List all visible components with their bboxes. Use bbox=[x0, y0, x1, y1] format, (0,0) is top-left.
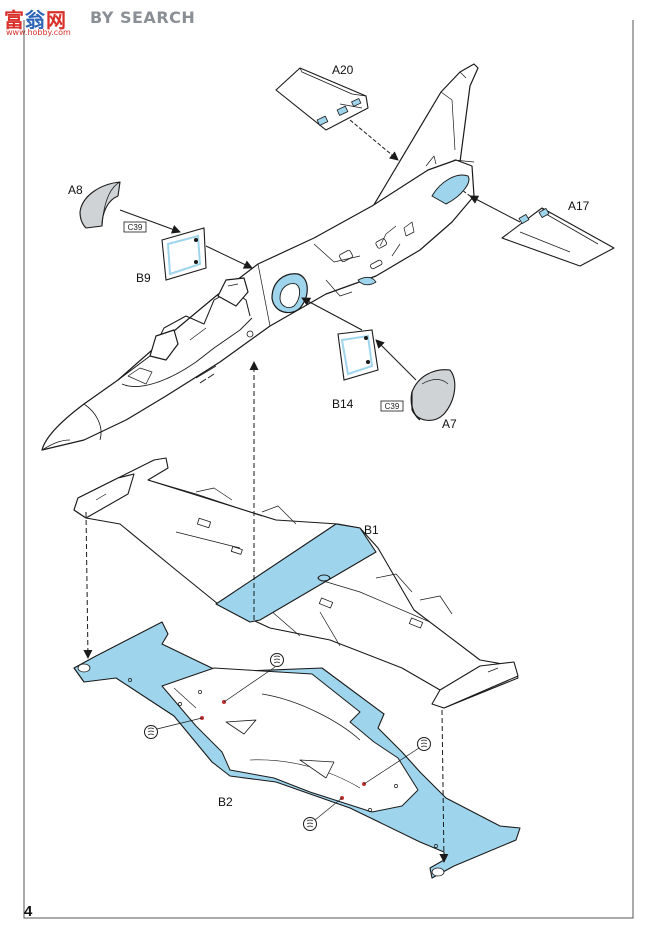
upper-wing bbox=[73, 457, 519, 709]
watermark-search-text: BY SEARCH bbox=[90, 8, 196, 27]
part-label-b14: B14 bbox=[332, 397, 354, 411]
arrow-a8 bbox=[119, 209, 181, 234]
arrow-a7 bbox=[375, 339, 417, 381]
arrow-left-tip bbox=[83, 511, 93, 659]
watermark-logo: 富翁网 bbox=[4, 8, 67, 32]
part-a8 bbox=[79, 181, 121, 229]
part-label-b9: B9 bbox=[136, 271, 151, 285]
arrow-b9 bbox=[205, 245, 253, 269]
part-label-b1: B1 bbox=[364, 523, 379, 537]
assembly-arrows bbox=[83, 119, 521, 863]
arrow-a20 bbox=[349, 119, 399, 161]
part-a7 bbox=[410, 369, 456, 421]
part-a17 bbox=[501, 207, 615, 267]
reference-c39-right-label: C39 bbox=[385, 402, 400, 411]
center-section-b1 bbox=[215, 523, 377, 623]
glue-icon bbox=[144, 717, 203, 739]
part-b9 bbox=[161, 227, 207, 281]
arrow-a17 bbox=[469, 195, 521, 223]
tail-exhaust bbox=[431, 174, 470, 205]
fuselage-assembly bbox=[41, 63, 479, 451]
reference-c39-left: C39 bbox=[123, 221, 147, 233]
lower-wing-b2 bbox=[73, 621, 521, 879]
part-label-b2: B2 bbox=[218, 795, 233, 809]
part-label-a20: A20 bbox=[332, 63, 354, 77]
glue-icon bbox=[303, 797, 343, 831]
part-label-a17: A17 bbox=[568, 199, 590, 213]
part-label-a8: A8 bbox=[68, 183, 83, 197]
page-number: 4 bbox=[24, 903, 33, 920]
glue-icon bbox=[363, 737, 431, 785]
part-label-a7: A7 bbox=[442, 417, 457, 431]
arrow-right-tip bbox=[439, 709, 449, 863]
front-seat bbox=[149, 329, 179, 361]
reference-c39-right: C39 bbox=[380, 400, 404, 412]
page-frame bbox=[23, 20, 634, 919]
rear-seat bbox=[217, 277, 249, 307]
watermark-url: www.hobby.com bbox=[6, 28, 71, 37]
glue-icon bbox=[223, 653, 284, 703]
reference-c39-left-label: C39 bbox=[128, 223, 143, 232]
part-b14 bbox=[337, 329, 379, 381]
part-a20 bbox=[275, 67, 369, 131]
arrow-b14 bbox=[301, 297, 363, 331]
fuselage-body bbox=[41, 159, 475, 451]
